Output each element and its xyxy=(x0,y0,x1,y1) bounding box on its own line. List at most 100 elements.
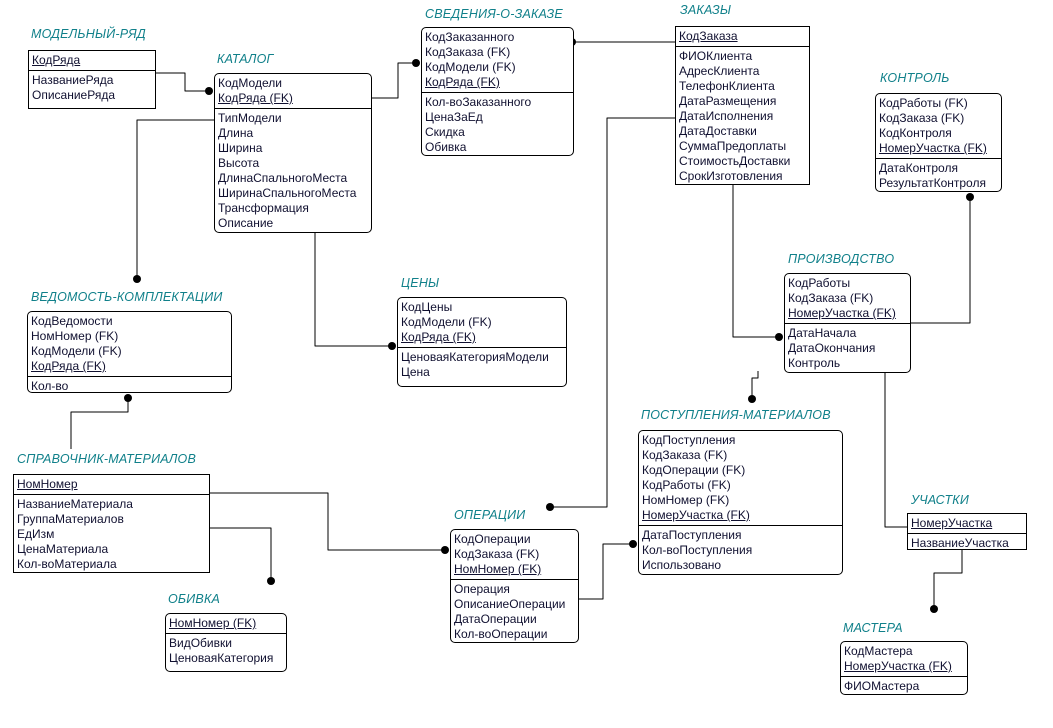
key-attribute: КодРаботы xyxy=(788,276,851,290)
attribute: ОписаниеРяда xyxy=(32,88,115,102)
rel-proizvodstvo-postupleniya xyxy=(748,371,759,403)
key-attribute: КодРяда (FK) xyxy=(218,91,293,105)
attribute: Кол-воМатериала xyxy=(17,557,117,571)
key-section: КодРяда xyxy=(29,51,155,71)
attr-section: НазваниеУчастка xyxy=(908,534,1026,553)
rel-spravochnik-operacii xyxy=(208,492,449,554)
attribute: Использовано xyxy=(642,558,722,572)
key-section: КодЗаказа xyxy=(676,27,809,47)
attr-section: Кол-во xyxy=(28,377,231,396)
cardinality-dot xyxy=(267,577,275,585)
key-section: НомНомер xyxy=(14,475,209,495)
entity-title: ЦЕНЫ xyxy=(401,276,440,290)
rel-spravochnik-obivka xyxy=(208,527,275,585)
attribute: ДатаИсполнения xyxy=(679,109,774,123)
attribute: ЦенаЗаЕд xyxy=(425,110,483,124)
attribute: ЦенаМатериала xyxy=(17,542,109,556)
attribute: ШиринаСпальногоМеста xyxy=(218,186,357,200)
key-attribute: КодМодели xyxy=(218,76,282,90)
attribute: ВидОбивки xyxy=(169,636,232,650)
rel-uchastki-mastera xyxy=(930,548,963,613)
key-attribute: КодЗаказа (FK) xyxy=(642,448,728,462)
key-attribute: КодМодели (FK) xyxy=(425,60,516,74)
attribute: Длина xyxy=(218,126,254,140)
rel-uchastki-proizvodstvo xyxy=(881,365,907,528)
attribute: ТипМодели xyxy=(218,111,282,125)
key-attribute: КодКонтроля xyxy=(879,126,952,140)
attribute: ДатаРазмещения xyxy=(679,94,777,108)
cardinality-dot xyxy=(388,342,396,350)
attribute: ГруппаМатериалов xyxy=(17,512,124,526)
attribute: ФИОМастера xyxy=(844,679,920,693)
cardinality-dot xyxy=(205,87,213,95)
entity-title: ПРОИЗВОДСТВО xyxy=(788,252,895,266)
key-attribute: КодЗаказа (FK) xyxy=(788,291,874,305)
attribute: НазваниеМатериала xyxy=(17,497,133,511)
key-attribute: КодЦены xyxy=(401,300,453,314)
key-attribute: КодМастера xyxy=(844,644,913,658)
key-attribute: НомНомер (FK) xyxy=(642,493,730,507)
attribute: Описание xyxy=(218,216,274,230)
rel-zakazy-operacii xyxy=(546,117,675,511)
key-attribute: НомерУчастка xyxy=(911,516,993,530)
key-attribute: КодРаботы (FK) xyxy=(879,96,968,110)
cardinality-dot xyxy=(546,503,554,511)
cardinality-dot xyxy=(748,395,756,403)
entity-title: ЗАКАЗЫ xyxy=(680,3,732,17)
attribute: ДатаНачала xyxy=(788,326,857,340)
cardinality-dot xyxy=(441,546,449,554)
entity-title: МОДЕЛЬНЫЙ-РЯД xyxy=(31,27,146,41)
attribute: Кол-во xyxy=(31,379,69,393)
attribute: Высота xyxy=(218,156,260,170)
entity-title: УЧАСТКИ xyxy=(911,493,969,507)
attribute: Обивка xyxy=(425,140,467,154)
attribute: Кол-воОперации xyxy=(454,627,548,641)
attribute: ЕдИзм xyxy=(17,527,55,541)
attribute: ФИОКлиента xyxy=(679,49,753,63)
key-attribute: КодЗаказа (FK) xyxy=(454,547,540,561)
key-attribute: НомНомер xyxy=(17,477,78,491)
rel-proizvodstvo-kontrol xyxy=(909,193,974,324)
key-attribute: НомНомер (FK) xyxy=(31,329,119,343)
attribute: Операция xyxy=(454,582,510,596)
attribute: ТелефонКлиента xyxy=(679,79,775,93)
attribute: Кол-воПоступления xyxy=(642,543,753,557)
key-attribute: КодЗаказа (FK) xyxy=(879,111,965,125)
rel-spravochnik-vedomost xyxy=(70,394,132,449)
attribute: ЦеноваяКатегорияМодели xyxy=(401,350,549,364)
attribute: Ширина xyxy=(218,141,263,155)
rel-operacii-postupleniya xyxy=(577,540,637,600)
cardinality-dot xyxy=(966,193,974,201)
attribute: СрокИзготовления xyxy=(679,169,783,183)
cardinality-dot xyxy=(629,540,637,548)
key-attribute: КодРяда (FK) xyxy=(401,330,476,344)
attribute: Скидка xyxy=(425,125,465,139)
entity-title: КОНТРОЛЬ xyxy=(880,71,950,85)
entity-title: ВЕДОМОСТЬ-КОМПЛЕКТАЦИИ xyxy=(31,290,223,304)
